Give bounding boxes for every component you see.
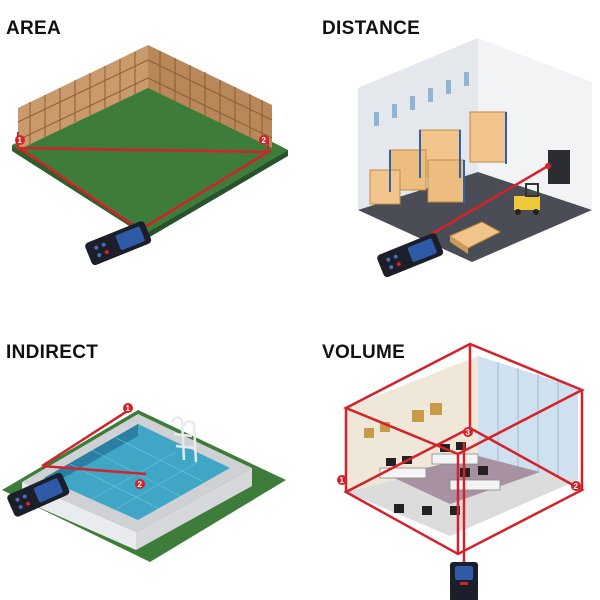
marker-icon: 1 2 3	[337, 427, 581, 491]
panel-volume: VOLUME	[300, 300, 600, 600]
pallet-icon	[369, 111, 507, 254]
svg-text:2: 2	[574, 482, 579, 491]
device-icon	[377, 233, 444, 278]
marker-icon: 1 2	[123, 403, 145, 489]
svg-text:3: 3	[466, 428, 471, 437]
device-icon	[450, 562, 478, 600]
panel-title-area: AREA	[6, 18, 62, 39]
panel-title-indirect: INDIRECT	[6, 342, 99, 363]
device-icon	[85, 221, 152, 266]
svg-text:2: 2	[138, 480, 143, 489]
svg-text:1: 1	[126, 404, 131, 413]
svg-text:2: 2	[262, 136, 267, 145]
volume-illustration: 1 2 3	[337, 342, 585, 600]
distance-illustration	[358, 38, 592, 278]
laser-line-icon	[41, 406, 147, 476]
device-icon	[7, 472, 70, 517]
svg-text:1: 1	[340, 476, 345, 485]
marker-icon: 1 2	[15, 135, 269, 145]
svg-text:1: 1	[18, 136, 23, 145]
panel-title-volume: VOLUME	[322, 342, 406, 363]
panel-indirect: INDIRECT	[0, 300, 300, 600]
laser-line-icon	[343, 342, 585, 562]
panel-distance: DISTANCE	[300, 0, 600, 300]
area-illustration: 1 2	[12, 45, 288, 266]
fence-icon	[17, 45, 273, 150]
panel-title-distance: DISTANCE	[322, 18, 421, 39]
warehouse-floor	[358, 172, 592, 262]
panel-area: AREA 1	[0, 0, 300, 300]
forklift-icon	[514, 183, 540, 215]
indirect-illustration: 1 2	[2, 403, 286, 562]
